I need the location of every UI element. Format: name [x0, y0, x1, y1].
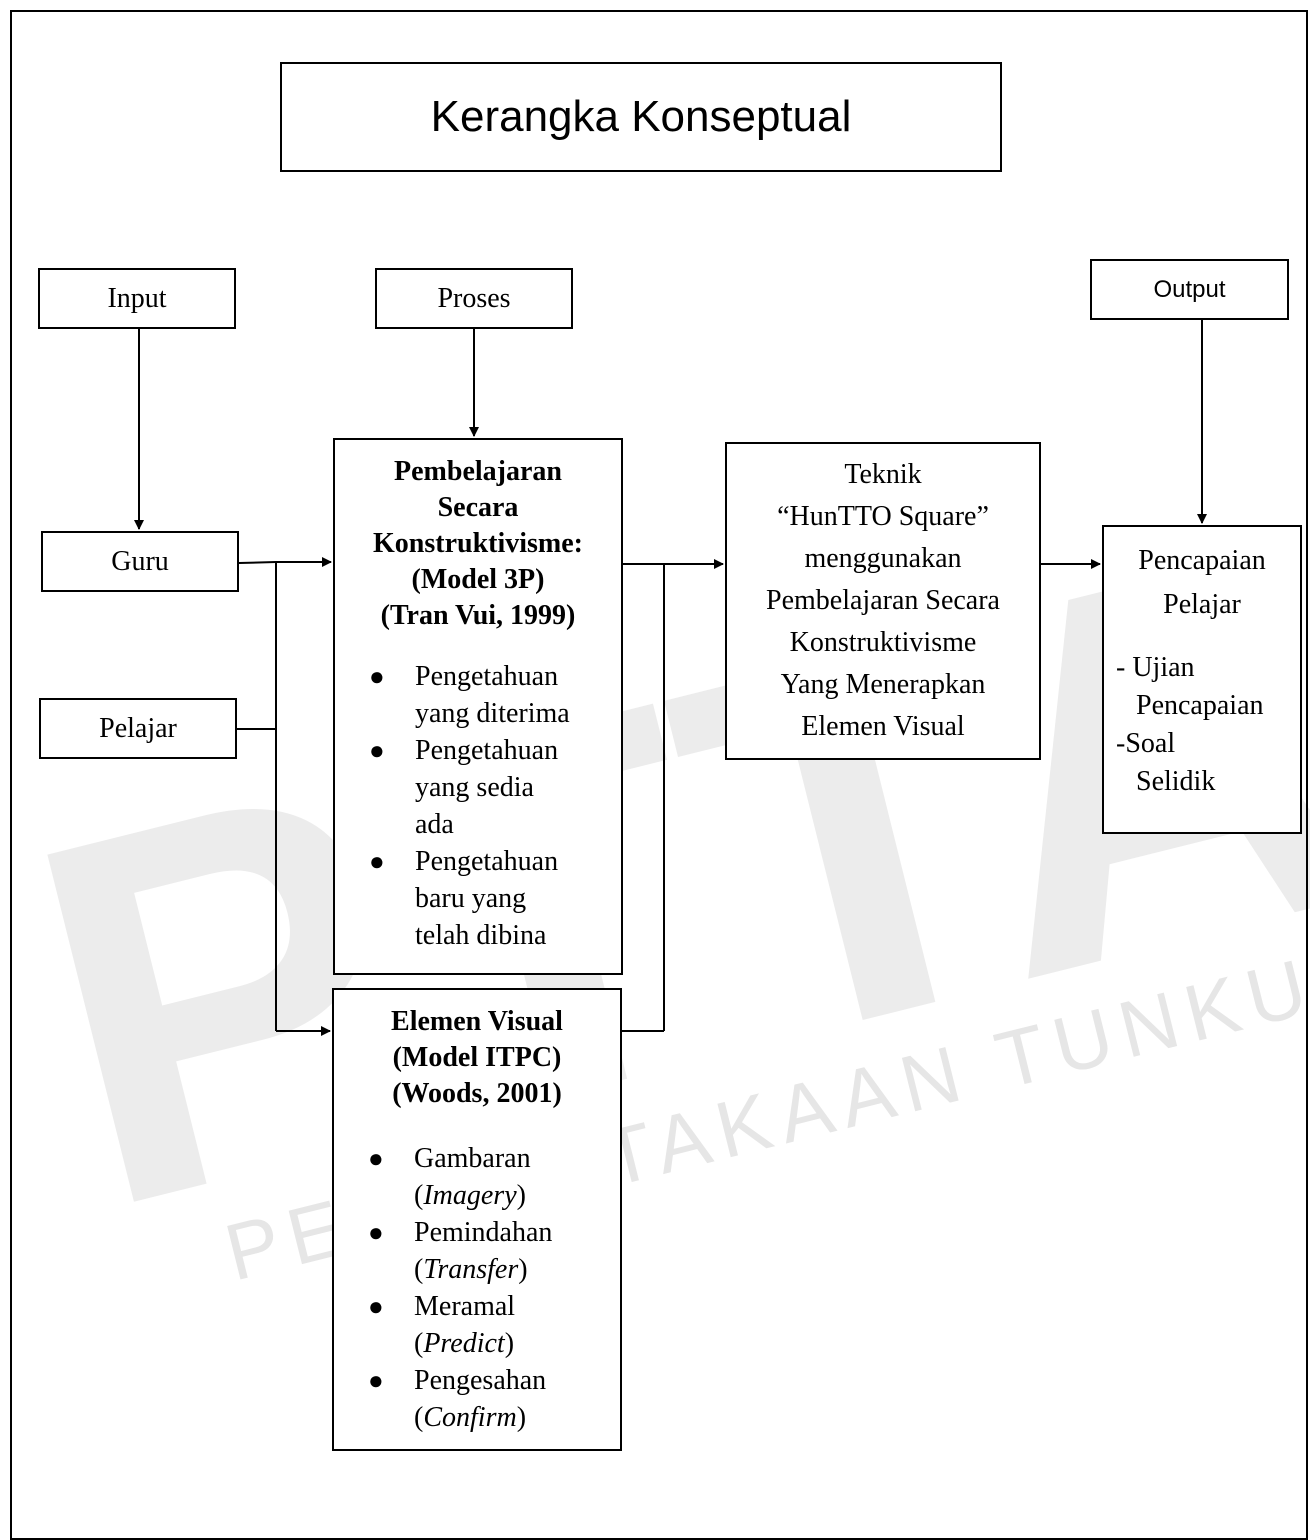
- list-item-term: Transfer: [423, 1254, 519, 1285]
- proses-box: Proses: [375, 268, 573, 329]
- teknik-line: Konstruktivisme: [789, 627, 977, 658]
- list-item: ● Pengesahan (Confirm): [334, 1362, 620, 1436]
- konstruktivisme-heading-line: Pembelajaran: [394, 456, 562, 487]
- pencapaian-item: Pencapaian: [1136, 690, 1264, 721]
- list-item-term-line: (Imagery): [414, 1180, 526, 1211]
- elemen-visual-box: Elemen Visual (Model ITPC) (Woods, 2001)…: [332, 988, 622, 1451]
- teknik-box: Teknik “HunTTO Square” menggunakan Pembe…: [725, 442, 1041, 760]
- list-item: ● Pengetahuan baru yang telah dibina: [335, 843, 621, 954]
- list-item-word: Gambaran: [414, 1143, 531, 1174]
- list-item-term: Predict: [423, 1328, 505, 1359]
- konstruktivisme-heading: Pembelajaran Secara Konstruktivisme: (Mo…: [335, 454, 621, 634]
- list-item-line: baru yang: [415, 883, 527, 914]
- list-item-line: telah dibina: [415, 920, 547, 951]
- list-item-line: Pengetahuan: [415, 661, 559, 692]
- teknik-line: Teknik: [844, 459, 922, 490]
- teknik-text: Teknik “HunTTO Square” menggunakan Pembe…: [727, 454, 1039, 748]
- list-item: ● Pemindahan (Transfer): [334, 1214, 620, 1288]
- list-item-line: ada: [415, 809, 454, 840]
- list-item-word: Pengesahan: [414, 1365, 547, 1396]
- page-title: Kerangka Konseptual: [430, 92, 852, 141]
- guru-box: Guru: [41, 531, 239, 592]
- list-item-term-line: (Predict): [414, 1328, 515, 1359]
- list-item-line: yang diterima: [415, 698, 570, 729]
- konstruktivisme-heading-line: (Tran Vui, 1999): [380, 600, 576, 631]
- pencapaian-items: - Ujian Pencapaian -Soal Selidik: [1104, 649, 1300, 801]
- pencapaian-heading: Pencapaian Pelajar: [1104, 539, 1300, 627]
- input-box: Input: [38, 268, 236, 329]
- konstruktivisme-heading-line: Konstruktivisme:: [373, 528, 583, 559]
- output-box: Output: [1090, 259, 1289, 320]
- teknik-line: Pembelajaran Secara: [766, 585, 1000, 616]
- elemen-visual-list: ● Gambaran (Imagery) ● Pemindahan (Trans…: [334, 1140, 620, 1436]
- teknik-line: “HunTTO Square”: [777, 501, 989, 532]
- konstruktivisme-list: ● Pengetahuan yang diterima ● Pengetahua…: [335, 658, 621, 954]
- list-item-line: yang sedia: [415, 772, 534, 803]
- list-item-word: Meramal: [414, 1291, 516, 1322]
- list-item: ● Pengetahuan yang diterima: [335, 658, 621, 732]
- pencapaian-item: - Ujian: [1116, 652, 1195, 683]
- elemen-visual-heading-line: (Model ITPC): [392, 1042, 562, 1073]
- guru-label: Guru: [111, 545, 169, 577]
- title-box: Kerangka Konseptual: [280, 62, 1002, 172]
- output-label: Output: [1153, 275, 1226, 303]
- teknik-line: menggunakan: [804, 543, 962, 574]
- line-guru: [238, 561, 277, 564]
- elemen-visual-heading-line: Elemen Visual: [391, 1006, 563, 1037]
- list-item: ● Gambaran (Imagery): [334, 1140, 620, 1214]
- konstruktivisme-heading-line: Secara: [437, 492, 519, 523]
- elemen-visual-heading-line: (Woods, 2001): [392, 1078, 562, 1109]
- konstruktivisme-box: Pembelajaran Secara Konstruktivisme: (Mo…: [333, 438, 623, 975]
- list-item: ● Pengetahuan yang sedia ada: [335, 732, 621, 843]
- list-item: ● Meramal (Predict): [334, 1288, 620, 1362]
- pencapaian-item: Selidik: [1136, 766, 1216, 797]
- pencapaian-heading-line: Pencapaian: [1138, 545, 1266, 576]
- pelajar-box: Pelajar: [39, 698, 237, 759]
- pelajar-label: Pelajar: [99, 712, 177, 744]
- elemen-visual-heading: Elemen Visual (Model ITPC) (Woods, 2001): [334, 1004, 620, 1112]
- list-item-word: Pemindahan: [414, 1217, 553, 1248]
- list-item-term: Imagery: [423, 1180, 517, 1211]
- konstruktivisme-heading-line: (Model 3P): [411, 564, 545, 595]
- list-item-line: Pengetahuan: [415, 735, 559, 766]
- list-item-term-line: (Confirm): [414, 1402, 527, 1433]
- pencapaian-heading-line: Pelajar: [1163, 589, 1241, 620]
- proses-label: Proses: [437, 282, 511, 314]
- teknik-line: Yang Menerapkan: [780, 669, 986, 700]
- input-label: Input: [107, 282, 167, 314]
- pencapaian-box: Pencapaian Pelajar - Ujian Pencapaian -S…: [1102, 525, 1302, 834]
- list-item-term-line: (Transfer): [414, 1254, 528, 1285]
- teknik-line: Elemen Visual: [801, 711, 965, 742]
- list-item-term: Confirm: [423, 1402, 517, 1433]
- pencapaian-item: -Soal: [1116, 728, 1176, 759]
- list-item-line: Pengetahuan: [415, 846, 559, 877]
